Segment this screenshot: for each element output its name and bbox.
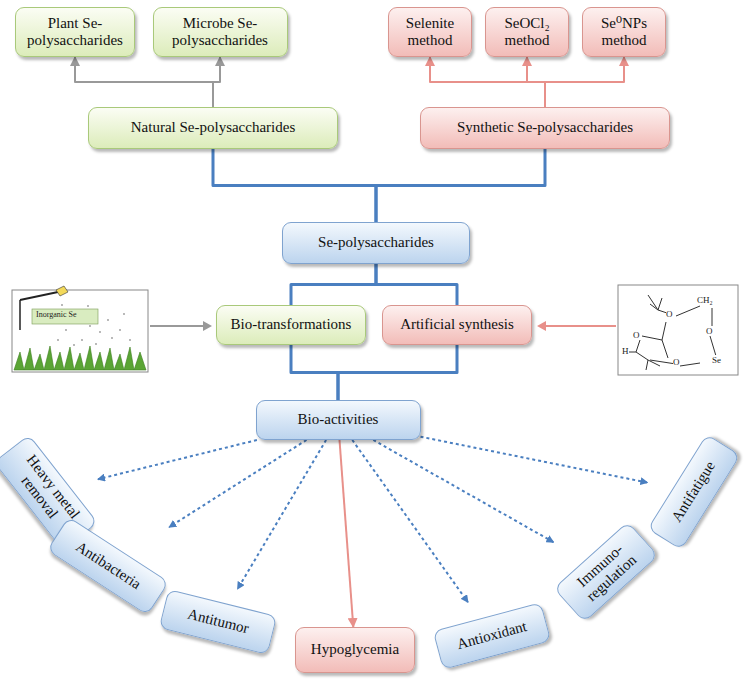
atom-label: O <box>633 330 640 340</box>
process-box: Artificial synthesis <box>382 305 532 345</box>
atom-label: CH₂ <box>697 295 713 305</box>
group-box: Synthetic Se-polysaccharides <box>420 107 670 149</box>
input-arrow <box>545 325 616 327</box>
node-text: Hypoglycemia <box>311 641 399 658</box>
node-text: Natural Se-polysaccharides <box>131 119 296 136</box>
node-text: Immuno-regulation <box>563 530 650 613</box>
connector <box>238 440 327 589</box>
activity-box: Antioxidant <box>433 602 552 670</box>
connector <box>376 264 457 305</box>
category-box: Microbe Se-polysaccharides <box>153 7 288 57</box>
method-box: Selenite method <box>388 7 472 57</box>
illustration-label: Inorganic Se <box>36 310 77 319</box>
node-text: SeOCl₂ method <box>492 15 562 50</box>
activity-box: Antitumor <box>159 589 277 655</box>
node-text: Microbe Se-polysaccharides <box>160 15 281 50</box>
central-box: Bio-activities <box>256 400 421 440</box>
activity-box: Hypoglycemia <box>295 627 415 673</box>
node-text: Se-polysaccharides <box>318 234 434 251</box>
connector <box>430 57 545 107</box>
node-text: Antifatigue <box>669 458 720 525</box>
node-text: Antioxidant <box>455 618 529 653</box>
atom-label: O <box>706 326 713 336</box>
connector <box>98 440 257 479</box>
node-text: Antibacteria <box>72 539 144 594</box>
connector <box>340 440 354 627</box>
category-box: Plant Se-polysaccharides <box>15 7 135 57</box>
connector <box>338 345 457 400</box>
method-box: SeOCl₂ method <box>485 7 569 57</box>
atom-label: O <box>666 309 673 319</box>
method-box: Se⁰NPs method <box>582 7 666 57</box>
activity-box: Antibacteria <box>47 517 169 616</box>
field-illustration <box>12 286 148 372</box>
connector <box>291 345 338 400</box>
node-text: Se⁰NPs method <box>589 15 659 50</box>
process-box: Bio-transformations <box>216 305 366 345</box>
activity-box: Immuno-regulation <box>553 521 658 622</box>
connector <box>352 440 468 602</box>
connector <box>213 149 376 222</box>
node-text: Synthetic Se-polysaccharides <box>457 119 633 136</box>
connector <box>75 57 213 107</box>
node-text: Bio-transformations <box>231 316 352 333</box>
group-box: Natural Se-polysaccharides <box>88 107 338 149</box>
connector <box>527 57 545 107</box>
connector <box>291 264 376 305</box>
node-text: Antitumor <box>186 606 251 638</box>
atom-label: Se <box>712 355 721 365</box>
node-text: Plant Se-polysaccharides <box>22 15 128 50</box>
node-text: Artificial synthesis <box>400 316 514 333</box>
connector <box>213 57 220 107</box>
structure-illustration <box>618 285 738 375</box>
input-arrow <box>150 325 210 327</box>
node-text: Selenite method <box>395 15 465 50</box>
connector <box>545 57 624 107</box>
connector <box>169 440 306 527</box>
connector <box>376 149 545 222</box>
activity-box: Antifatigue <box>647 434 740 550</box>
connector <box>421 437 648 483</box>
connector <box>373 440 553 542</box>
atom-label: O <box>673 357 680 367</box>
atom-label: H <box>622 346 629 356</box>
node-text: Bio-activities <box>298 411 379 428</box>
central-box: Se-polysaccharides <box>282 222 470 264</box>
